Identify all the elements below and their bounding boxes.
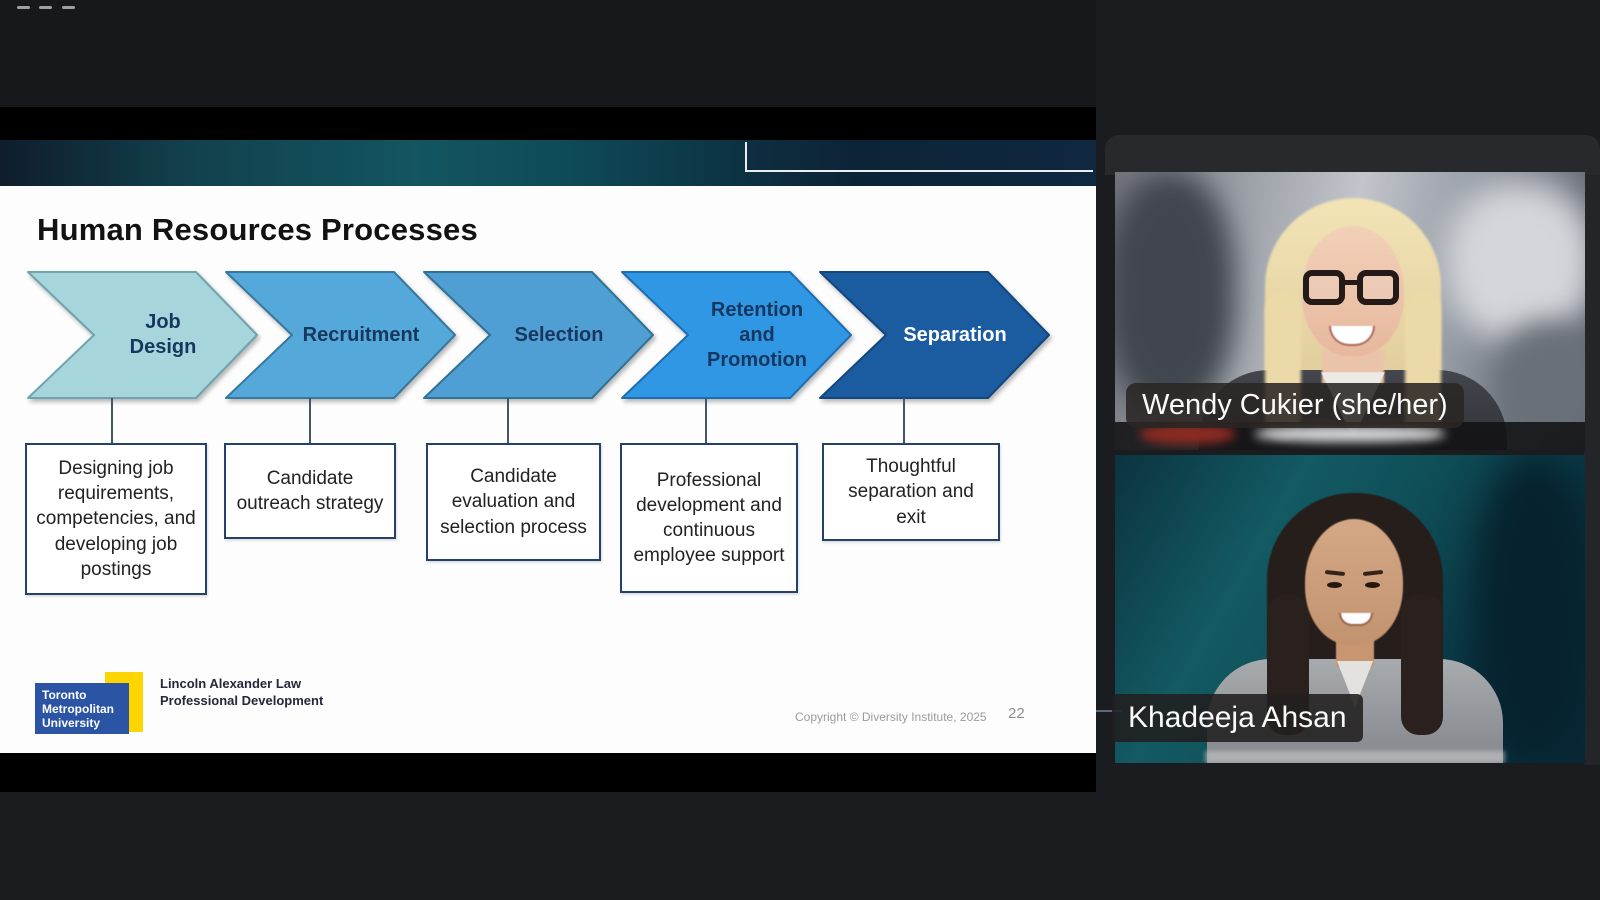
- person-eye: [1327, 582, 1342, 588]
- description-box-job-design: Designing job requirements, competencies…: [25, 443, 207, 595]
- connector-line: [309, 398, 311, 443]
- app-chrome-top: [0, 0, 1096, 107]
- window-control-dash-icon[interactable]: [62, 6, 75, 9]
- participant-name-label: Khadeeja Ahsan: [1112, 694, 1363, 742]
- video-bottom-edge: [1205, 751, 1505, 763]
- program-title: Lincoln Alexander Law Professional Devel…: [160, 676, 323, 710]
- program-line2: Professional Development: [160, 692, 324, 708]
- background-blur: [1445, 182, 1585, 342]
- share-letterbox-top: [0, 107, 1096, 140]
- connector-line: [705, 398, 707, 443]
- slide-title: Human Resources Processes: [37, 212, 478, 247]
- chevron-retention-promotion: [621, 271, 852, 399]
- step-label-selection: Selection: [514, 323, 604, 346]
- person-glasses: [1303, 270, 1403, 305]
- chevron-recruitment: [225, 271, 456, 399]
- program-line1: Lincoln Alexander Law: [160, 676, 302, 691]
- step-label-separation: Separation: [903, 323, 1007, 346]
- background-blur: [1140, 424, 1235, 444]
- description-box-retention-promotion: Professional development and continuous …: [620, 443, 798, 593]
- label-tick-line: [1096, 710, 1122, 712]
- chevron-separation: [819, 271, 1050, 399]
- video-tray-edge: [1584, 175, 1600, 765]
- step-label-job-design: Job Design: [129, 311, 197, 358]
- background-blur: [1115, 172, 1235, 412]
- slide-header-band: [0, 140, 1096, 186]
- participant-name-label: Wendy Cukier (she/her): [1126, 383, 1464, 428]
- connector-line: [111, 398, 113, 443]
- shared-slide: Human Resources Processes Job Design Rec…: [0, 186, 1096, 753]
- window-control-dash-icon[interactable]: [17, 6, 30, 9]
- chevron-job-design: [27, 271, 258, 399]
- person-face: [1305, 519, 1403, 645]
- tmu-logo: Toronto Metropolitan University: [35, 683, 129, 734]
- slide-decor-corner-outline: [745, 142, 1093, 172]
- step-label-recruitment: Recruitment: [302, 323, 420, 346]
- person-eye: [1365, 582, 1380, 588]
- step-label-retention-promotion: Retention and Promotion: [707, 298, 807, 371]
- share-letterbox-bottom: [0, 753, 1096, 792]
- connector-line: [507, 398, 509, 443]
- copyright-text: Copyright © Diversity Institute, 2025: [795, 710, 987, 724]
- connector-line: [903, 398, 905, 443]
- person-hair: [1401, 595, 1443, 735]
- video-tray-header: [1105, 135, 1600, 175]
- description-box-separation: Thoughtful separation and exit: [822, 443, 1000, 541]
- description-box-selection: Candidate evaluation and selection proce…: [426, 443, 601, 561]
- background-blur: [1255, 426, 1445, 442]
- window-control-dash-icon[interactable]: [39, 6, 52, 9]
- process-chevron-diagram: [27, 271, 1050, 399]
- description-box-recruitment: Candidate outreach strategy: [224, 443, 396, 539]
- chevron-selection: [423, 271, 654, 399]
- slide-page-number: 22: [1008, 705, 1025, 722]
